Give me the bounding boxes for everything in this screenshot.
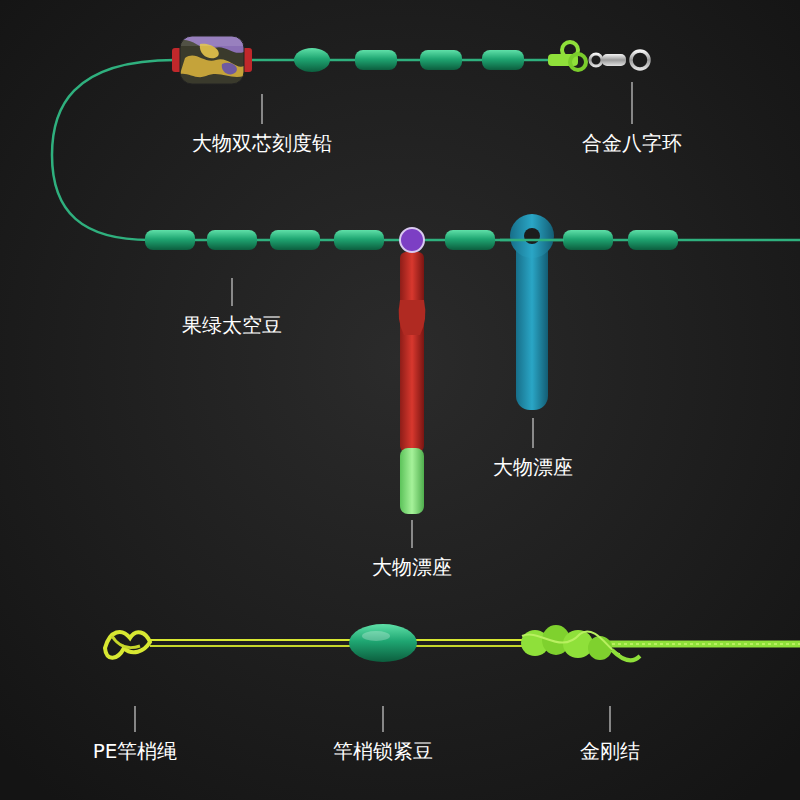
seat-tube xyxy=(400,252,424,452)
swivel-eye xyxy=(631,51,649,69)
part-label: 大物漂座 xyxy=(372,555,452,579)
float-seat-red xyxy=(399,228,426,514)
leader-lines xyxy=(135,82,632,732)
knot-loop xyxy=(570,54,586,70)
space-bean xyxy=(145,230,195,250)
sinker xyxy=(172,36,252,84)
pe-knot xyxy=(105,632,150,658)
part-label: 大物漂座 xyxy=(493,455,573,479)
space-bean xyxy=(445,230,495,250)
leader-line xyxy=(532,418,533,448)
camo-patch xyxy=(180,55,244,77)
swivel xyxy=(548,42,649,70)
leader-line xyxy=(231,278,232,306)
space-bean xyxy=(563,230,613,250)
diamond-knot xyxy=(563,630,593,658)
space-bean xyxy=(334,230,384,250)
space-bean xyxy=(270,230,320,250)
seat-stem xyxy=(516,238,548,410)
part-label: 金刚结 xyxy=(580,739,640,763)
lock-bead xyxy=(349,624,417,662)
part-label: 合金八字环 xyxy=(582,131,682,155)
space-bean xyxy=(482,50,524,70)
leader-line xyxy=(261,94,262,124)
sinker-shine xyxy=(180,36,244,46)
rod-tip-rope xyxy=(105,624,800,662)
seat-ring xyxy=(510,214,554,258)
pe-line xyxy=(150,639,525,641)
leader-line xyxy=(411,520,412,548)
part-label: 果绿太空豆 xyxy=(182,313,282,337)
leader-line xyxy=(134,706,135,732)
oval-bead xyxy=(294,48,330,72)
float-seat-blue xyxy=(500,214,564,410)
swivel-barrel xyxy=(602,54,626,66)
rope-weave xyxy=(600,643,800,645)
diamond-knot xyxy=(588,636,612,660)
space-bean xyxy=(355,50,397,70)
seat-hole xyxy=(524,228,540,244)
camo-patch xyxy=(222,63,237,75)
knot-weave xyxy=(522,631,620,654)
part-label: 竿梢锁紧豆 xyxy=(333,739,433,763)
space-bean xyxy=(207,230,257,250)
part-label: PE竿梢绳 xyxy=(93,739,178,763)
rope-tail xyxy=(612,650,640,660)
leader-line xyxy=(382,706,383,732)
space-bean xyxy=(628,230,678,250)
seat-bulge xyxy=(399,300,426,335)
sinker-outline xyxy=(180,36,244,84)
fishing-line xyxy=(500,239,564,242)
space-bean xyxy=(420,50,462,70)
pe-knot xyxy=(112,636,140,648)
pe-line xyxy=(150,645,525,647)
leader-line xyxy=(609,706,610,732)
rope xyxy=(600,641,800,648)
leader-line xyxy=(631,82,632,124)
bead-shine xyxy=(362,631,390,641)
seat-bead xyxy=(400,228,424,252)
part-label: 大物双芯刻度铅 xyxy=(192,131,332,155)
seat-tip xyxy=(400,448,424,514)
fishing-line xyxy=(52,60,800,240)
swivel-eye xyxy=(590,54,602,66)
sinker-body xyxy=(180,36,244,84)
